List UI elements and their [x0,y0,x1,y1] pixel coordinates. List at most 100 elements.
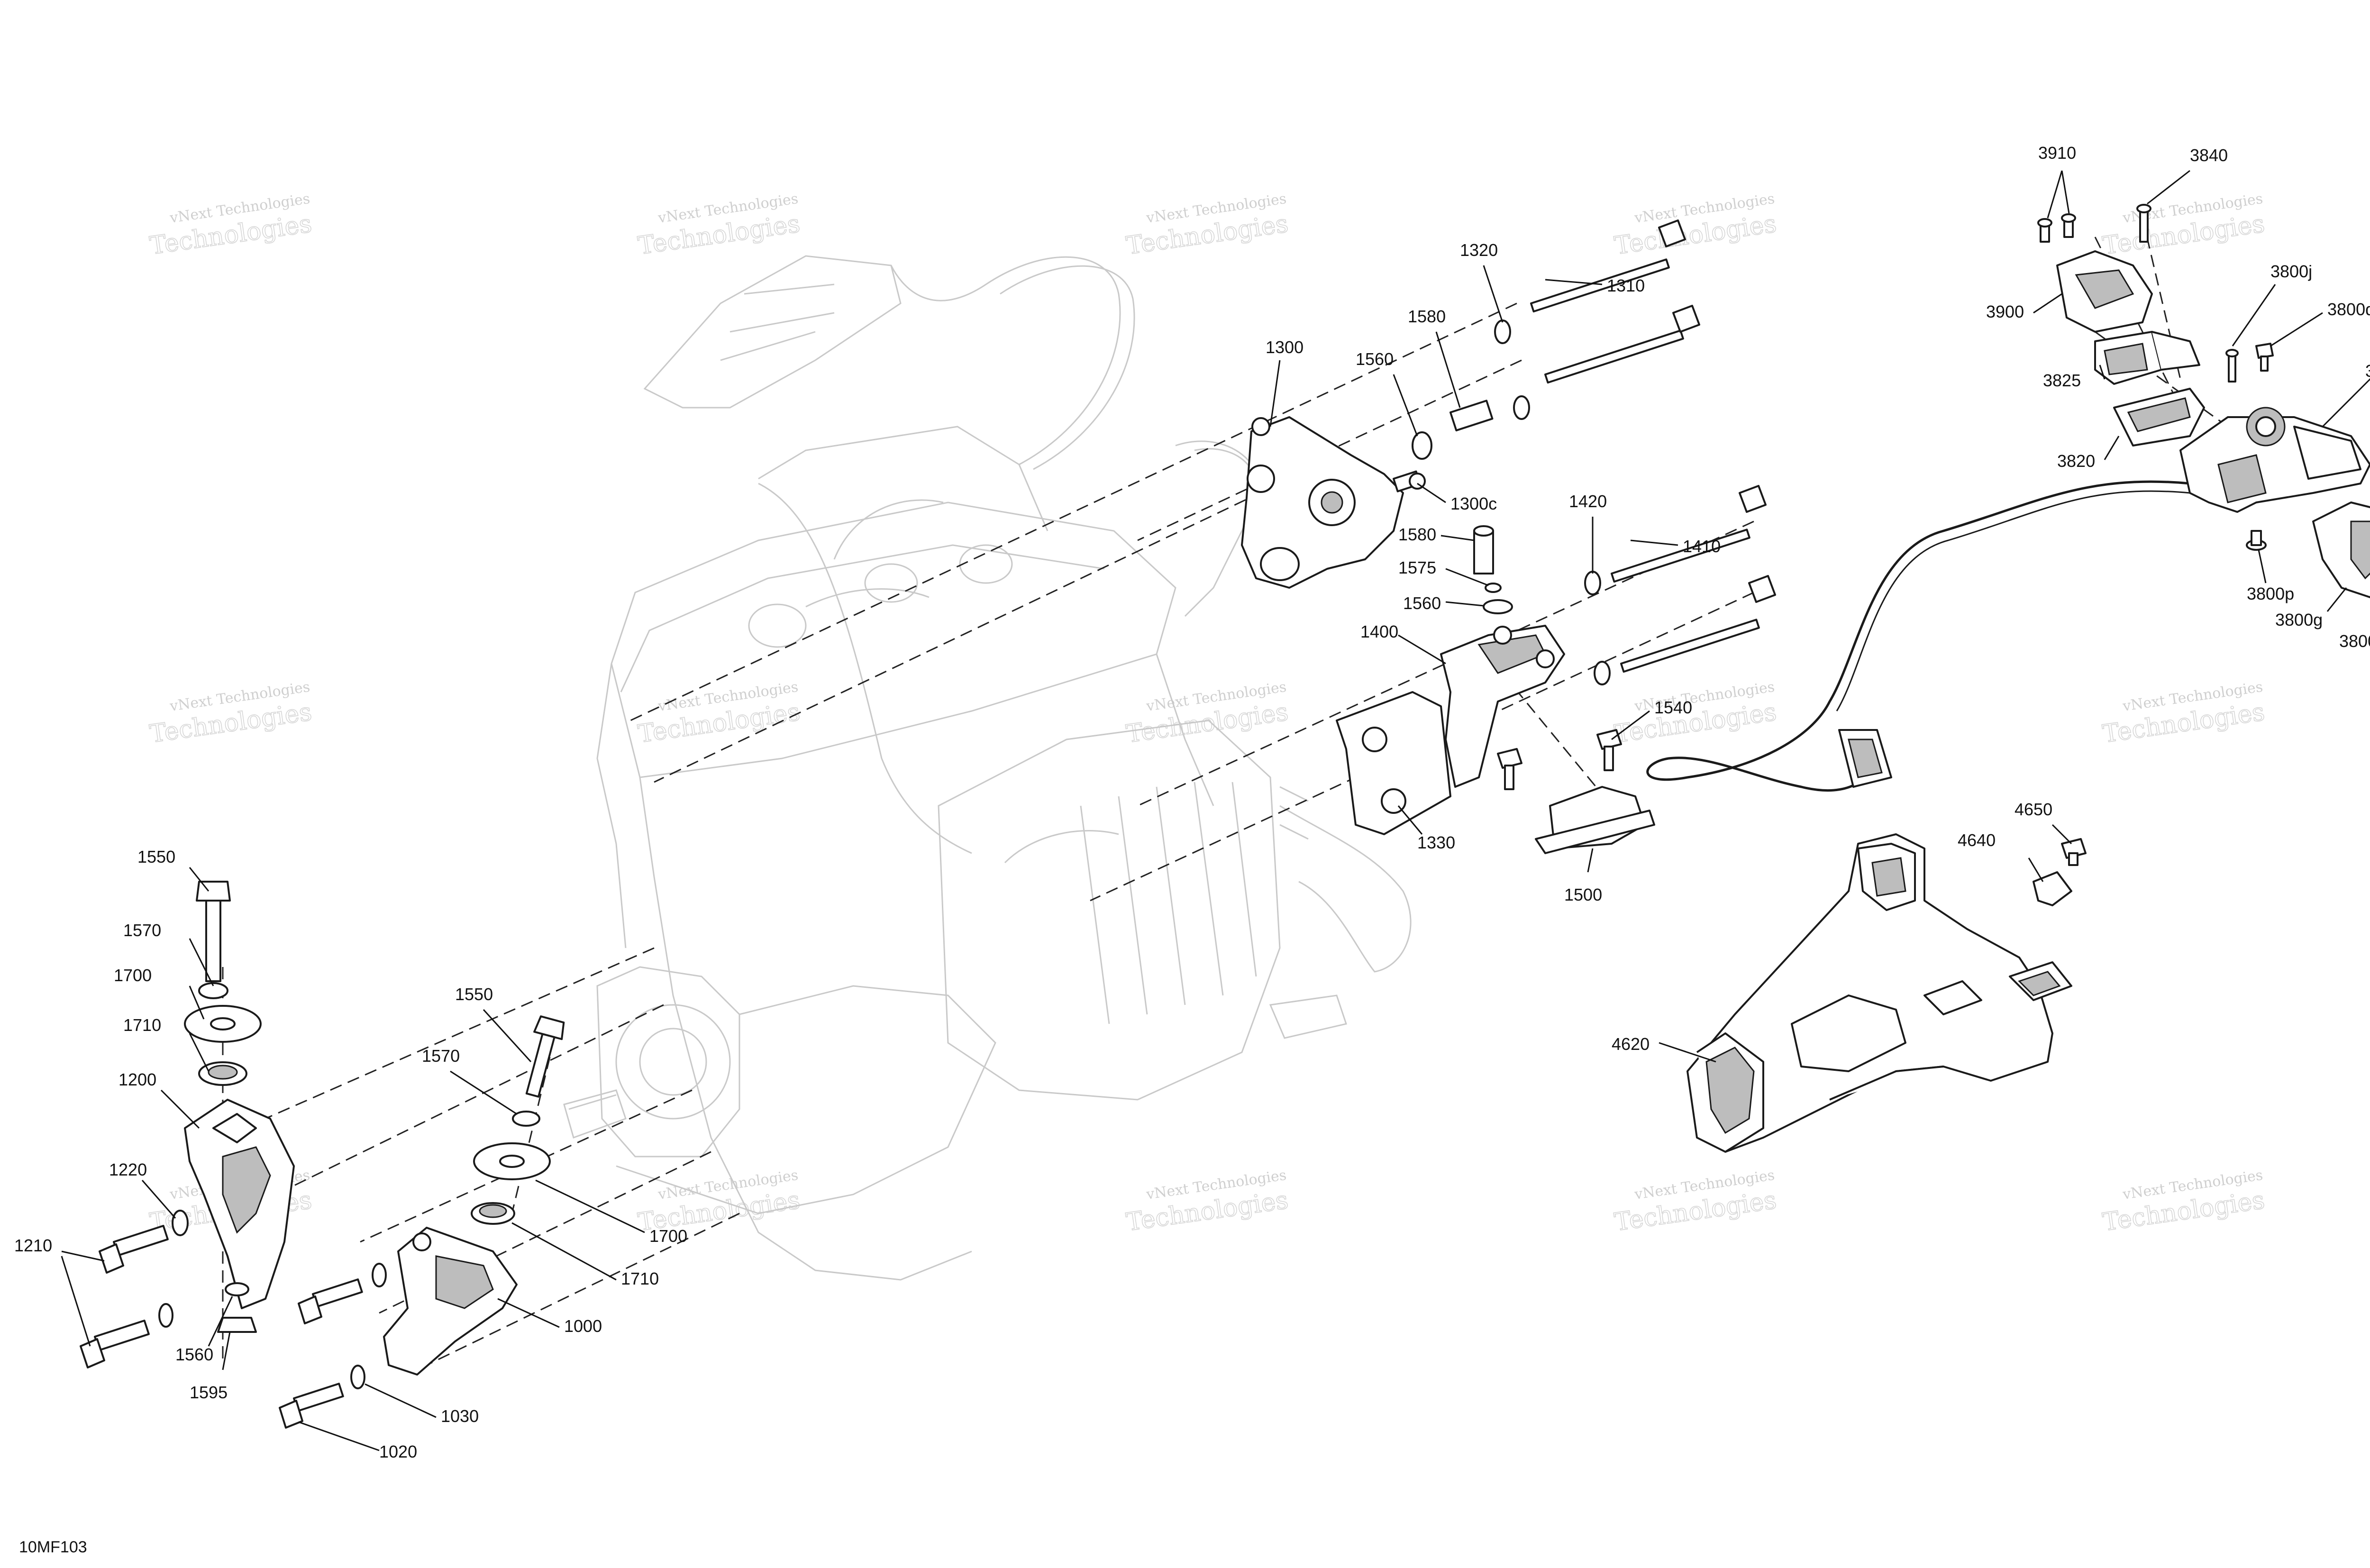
washer-1700-left [184,1005,262,1043]
callout-3800: 3800 [2365,361,2370,381]
watermark: vNext Technologies Technologies [1612,191,1778,261]
callout-3800g: 3800g [2275,610,2323,629]
bolt-1020 [279,1383,344,1429]
callout-1560: 1560 [1356,349,1394,369]
washer-1575 [1485,583,1502,593]
boot-3800g [2312,501,2370,598]
bushing-1710-left [198,1061,247,1086]
screw-3800j [2225,349,2239,383]
bracket-3825 [2094,331,2200,385]
callout-1210: 1210 [14,1236,52,1255]
cable-connector [1838,729,1892,788]
shifter-3800 [2179,407,2370,513]
callout-3900: 3900 [1986,302,2024,321]
callout-1575: 1575 [1398,558,1436,577]
bolt-1550-left [196,881,231,982]
screw-3910-left [2037,218,2052,243]
callout-3825: 3825 [2043,371,2081,390]
washer-1560-left [225,1282,249,1296]
callout-1710: 1710 [123,1015,161,1035]
watermark: vNext Technologies Technologies [2100,191,2267,261]
bolt-1550-center [525,1015,565,1098]
callout-1540: 1540 [1654,698,1692,717]
callout-4640: 4640 [1958,830,1996,850]
bolt-1000-upper [298,1278,363,1324]
mount-1500 [1535,786,1655,854]
callout-1020: 1020 [379,1442,417,1461]
clip-4640 [2033,871,2072,906]
washer-1030 [350,1365,365,1389]
callout-1560: 1560 [175,1345,213,1364]
screw-1540-left [1497,748,1522,790]
callout-1580: 1580 [1408,307,1446,326]
bracket-1300 [1241,416,1404,589]
watermark: vNext Technologies Technologies [1124,191,1290,261]
watermark: vNext Technologies Technologies [147,679,314,749]
sleeve-1580-upper [1449,400,1494,432]
callout-4620: 4620 [1612,1034,1650,1054]
shift-cable [1646,480,2190,792]
cover-3820 [2113,388,2205,447]
callout-1560: 1560 [1403,593,1441,613]
washer-1320-lower [1513,395,1530,420]
callout-1580: 1580 [1398,525,1436,544]
callout-1550: 1550 [137,847,175,866]
callout-1410: 1410 [1683,537,1721,556]
washer-1560-mid [1483,599,1513,614]
screw-3800q [2255,343,2274,372]
module-4620 [1686,833,2072,1153]
screw-3910-right [2061,213,2076,238]
callout-1550: 1550 [455,985,493,1004]
callout-leader-lines [61,170,2370,1451]
watermark: vNext Technologies Technologies [2100,1167,2267,1237]
callout-1700: 1700 [649,1226,687,1246]
diagram-code: 10MF103 [19,1538,87,1556]
watermark: vNext Technologies Technologies [1124,1167,1290,1237]
callout-4650: 4650 [2014,800,2052,819]
callout-1320: 1320 [1460,240,1498,260]
callout-1310: 1310 [1607,276,1645,295]
watermark: vNext Technologies Technologies [636,191,802,261]
washer-1560-upper [1412,431,1432,460]
bracket-1000 [383,1227,518,1376]
bracket-1200 [184,1099,295,1309]
watermark: vNext Technologies Technologies [2100,679,2267,749]
washer-1570-left [198,982,228,999]
callout-1570: 1570 [123,921,161,940]
nut-4650 [2061,838,2087,866]
bolt-1410-lower [1620,575,1776,673]
washer-1420-lower [1594,661,1611,685]
callout-3820: 3820 [2057,451,2095,471]
screw-1540-right [1596,729,1622,771]
washer-1220-lower [158,1303,173,1328]
washer-1420 [1584,571,1601,595]
callout-3800h: 3800h [2339,631,2370,651]
callout-1595: 1595 [190,1383,228,1402]
callout-1030: 1030 [441,1406,479,1426]
nut-1595 [217,1317,257,1333]
plate-1330 [1336,691,1451,835]
callout-3840: 3840 [2190,146,2228,165]
washer-1220 [172,1210,189,1236]
watermark: vNext Technologies Technologies [1124,679,1290,749]
callout-3800p: 3800p [2247,584,2294,603]
callout-1500: 1500 [1564,885,1602,904]
screw-3840 [2136,204,2151,243]
callout-1420: 1420 [1569,492,1607,511]
bolt-1310-lower [1544,305,1700,384]
washer-1570-center [512,1111,540,1127]
callout-labels: 1550 1570 1700 1710 1200 1220 1210 1560 … [14,143,2370,1461]
screw-1300c [1393,470,1426,492]
callout-1300c: 1300c [1450,494,1497,513]
bolt-1210-upper [99,1225,169,1274]
watermark: vNext Technologies Technologies [636,679,802,749]
callout-3800j: 3800j [2270,262,2312,281]
callout-1000: 1000 [564,1316,602,1336]
bushing-1710-center [471,1202,515,1225]
bolt-1410-upper [1611,485,1767,583]
sleeve-1580-lower [1473,525,1494,574]
callout-1570: 1570 [422,1046,460,1066]
bracket-3900 [2056,250,2153,333]
